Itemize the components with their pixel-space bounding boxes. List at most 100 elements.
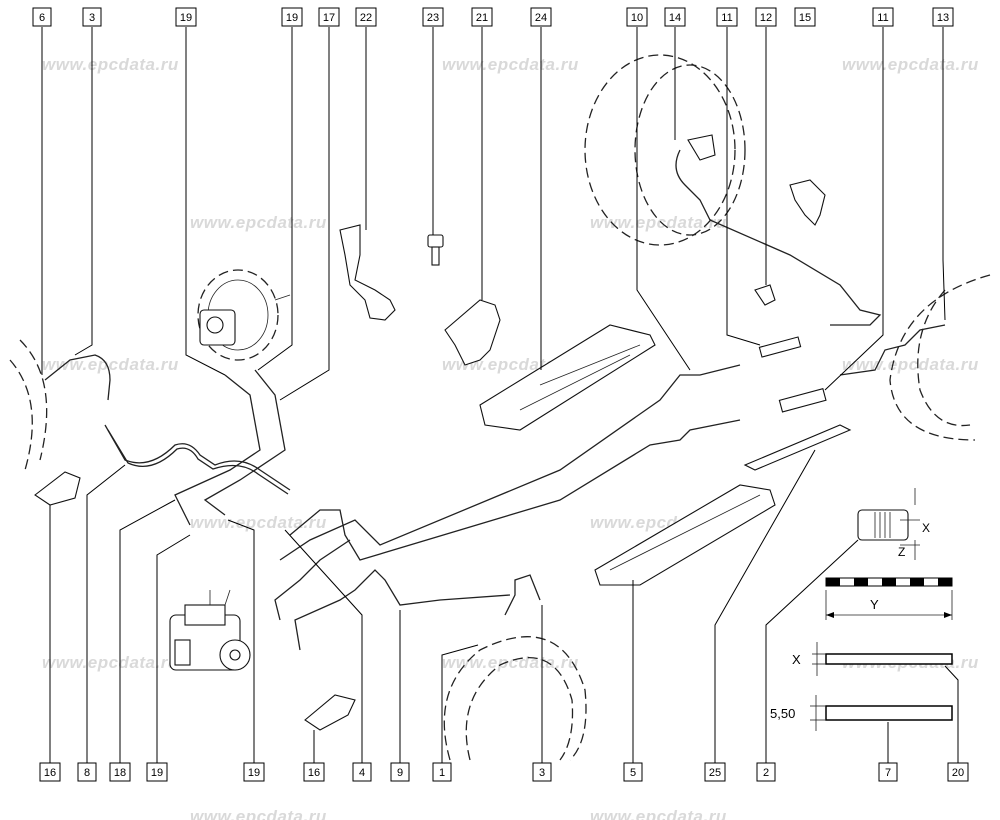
svg-text:14: 14 (669, 12, 681, 24)
dim-z-small: Z (898, 545, 905, 559)
hose-11-left (758, 336, 802, 358)
watermark: www.epcdata.ru (42, 653, 179, 672)
svg-text:23: 23 (427, 12, 439, 24)
parts (34, 134, 909, 731)
watermark: www.epcdata.ru (842, 55, 979, 74)
pipe-9 (289, 419, 741, 561)
rail-24 (479, 324, 656, 431)
svg-text:7: 7 (885, 767, 891, 779)
rear-left-wheel-inner (465, 657, 574, 761)
pipe-17 (203, 369, 286, 516)
rear-right-wheel-outer (584, 54, 736, 246)
svg-text:16: 16 (308, 767, 320, 779)
watermark: www.epcdata.ru (590, 807, 727, 820)
svg-text:18: 18 (114, 767, 126, 779)
callout-2: 2 (756, 762, 776, 782)
bracket-22 (339, 224, 396, 321)
callout-21: 21 (471, 7, 493, 27)
pipe-8b (107, 429, 289, 495)
pipe-10 (279, 364, 741, 561)
svg-text:19: 19 (248, 767, 260, 779)
clip-12 (754, 284, 776, 306)
callout-16: 16 (303, 762, 325, 782)
hose-11-right (778, 388, 827, 413)
strip-7 (825, 705, 953, 721)
bolt-23 (427, 234, 444, 266)
callout-19: 19 (281, 7, 303, 27)
pipe-14 (675, 149, 882, 326)
svg-text:8: 8 (84, 767, 90, 779)
watermark: www.epcdata.ru (590, 213, 727, 232)
svg-text:19: 19 (286, 12, 298, 24)
watermark: www.epcdata.ru (42, 355, 179, 374)
dim-x: X (792, 652, 801, 667)
callouts-bottom: 16 8 18 19 19 16 4 9 1 3 5 25 2 7 20 (39, 762, 969, 782)
pipe-3-front-left (44, 354, 111, 401)
front-left-wheel (19, 339, 48, 461)
callout-14: 14 (664, 7, 686, 27)
svg-text:25: 25 (709, 767, 721, 779)
svg-text:3: 3 (89, 12, 95, 24)
callout-24: 24 (530, 7, 552, 27)
brake-booster (197, 269, 291, 361)
brake-pipes (44, 149, 946, 651)
watermark: www.epcdata.ru (190, 513, 327, 532)
svg-text:24: 24 (535, 12, 547, 24)
svg-text:12: 12 (760, 12, 772, 24)
rear-right-wheel-inner (634, 64, 746, 236)
svg-text:21: 21 (476, 12, 488, 24)
callout-18: 18 (109, 762, 131, 782)
callouts-top: 6 3 19 19 17 22 23 21 24 10 14 11 12 15 … (32, 7, 954, 27)
callout-11: 11 (872, 7, 894, 27)
callout-6: 6 (32, 7, 52, 27)
dim-y: Y (870, 597, 879, 612)
svg-text:3: 3 (539, 767, 545, 779)
svg-text:13: 13 (937, 12, 949, 24)
callout-10: 10 (626, 7, 648, 27)
pipe-4b (274, 539, 351, 621)
dimension-graphics: X Z Y X 5,50 (770, 488, 953, 731)
callout-23: 23 (422, 7, 444, 27)
callout-17: 17 (318, 7, 340, 27)
watermark: www.epcdata.ru (190, 213, 327, 232)
callout-8: 8 (77, 762, 97, 782)
svg-text:19: 19 (180, 12, 192, 24)
callout-19: 19 (175, 7, 197, 27)
svg-text:2: 2 (763, 767, 769, 779)
svg-text:11: 11 (721, 12, 732, 24)
pipe-19-master (174, 374, 261, 526)
svg-text:10: 10 (631, 12, 643, 24)
callout-25: 25 (704, 762, 726, 782)
svg-text:5: 5 (630, 767, 636, 779)
svg-text:20: 20 (952, 767, 964, 779)
callout-7: 7 (878, 762, 898, 782)
svg-text:4: 4 (359, 767, 365, 779)
wheels (9, 54, 991, 761)
callout-16: 16 (39, 762, 61, 782)
rail-5 (594, 484, 776, 586)
front-left-wheel-inner (9, 359, 33, 471)
abs-unit (169, 589, 251, 671)
measure-tape (825, 577, 953, 587)
callout-3: 3 (82, 7, 102, 27)
callout-13: 13 (932, 7, 954, 27)
watermark: www.epcdata.ru (190, 807, 327, 820)
pipe-3-rear-left (504, 574, 541, 616)
svg-text:1: 1 (439, 767, 445, 779)
svg-text:16: 16 (44, 767, 56, 779)
callout-22: 22 (355, 7, 377, 27)
tie-25 (743, 424, 852, 471)
svg-text:6: 6 (39, 12, 45, 24)
bracket-21 (444, 299, 501, 366)
callout-9: 9 (390, 762, 410, 782)
rear-left-wheel (443, 636, 587, 761)
watermarks: www.epcdata.ru www.epcdata.ru www.epcdat… (42, 55, 979, 820)
callout-1: 1 (432, 762, 452, 782)
front-right-wheel-inner (917, 289, 971, 427)
svg-text:19: 19 (151, 767, 163, 779)
bracket-16-left (34, 471, 81, 506)
callout-19: 19 (243, 762, 265, 782)
callout-20: 20 (947, 762, 969, 782)
union-detail (857, 509, 909, 541)
